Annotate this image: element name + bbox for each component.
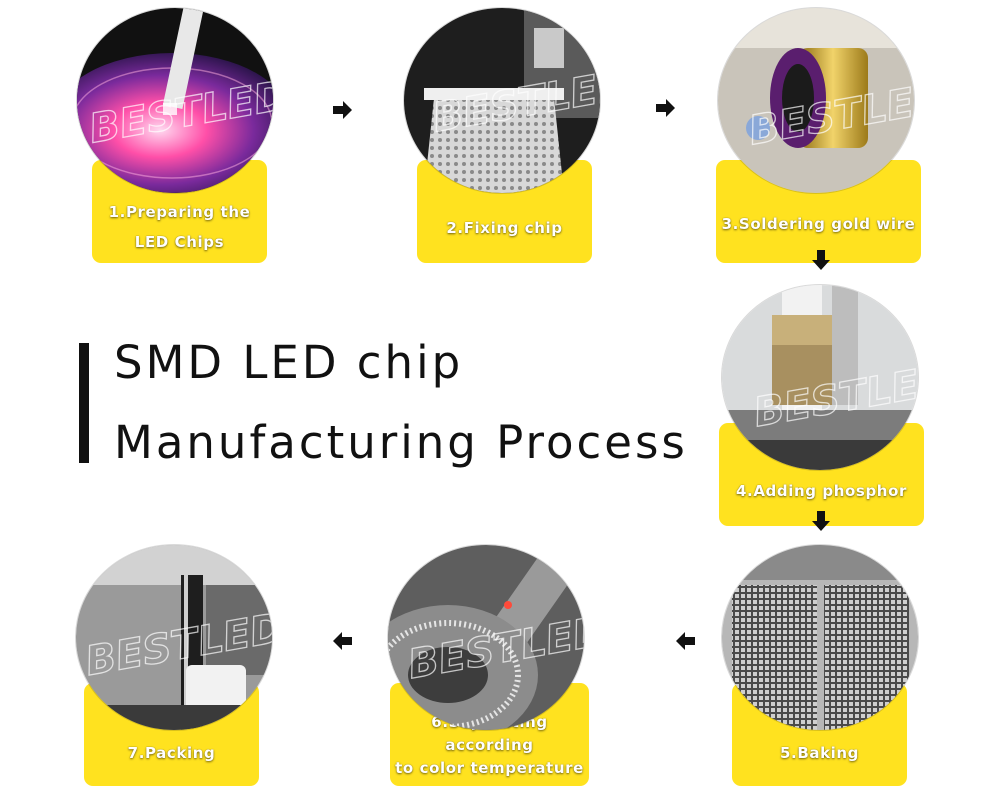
step-6-photo: BESTLED [388, 545, 584, 730]
step-1-photo: BESTLED [77, 8, 273, 193]
step-3-photo: BESTLED [718, 8, 914, 193]
step-7-label: 7.Packing [128, 738, 216, 768]
step-1-label: 1.Preparing the LED Chips [109, 197, 251, 257]
title-line-1: SMD LED chip [114, 336, 463, 389]
arrow-left-icon [331, 629, 355, 653]
step-5-photo [722, 545, 918, 730]
title-line-2: Manufacturing Process [114, 416, 688, 469]
step-2-photo: BESTLED [404, 8, 600, 193]
arrow-left-icon [674, 629, 698, 653]
step-4-label: 4.Adding phosphor [736, 476, 907, 506]
arrow-right-icon [330, 98, 354, 122]
step-2-label: 2.Fixing chip [446, 213, 562, 243]
arrow-right-icon [653, 96, 677, 120]
arrow-down-icon [809, 248, 833, 272]
step-5-label: 5.Baking [780, 738, 859, 768]
arrow-down-icon [809, 509, 833, 533]
step-7-photo: BESTLED [76, 545, 272, 730]
title-accent-bar [79, 343, 89, 463]
step-4-photo: BESTLED [722, 285, 918, 470]
step-3-label: 3.Soldering gold wire [722, 209, 916, 239]
